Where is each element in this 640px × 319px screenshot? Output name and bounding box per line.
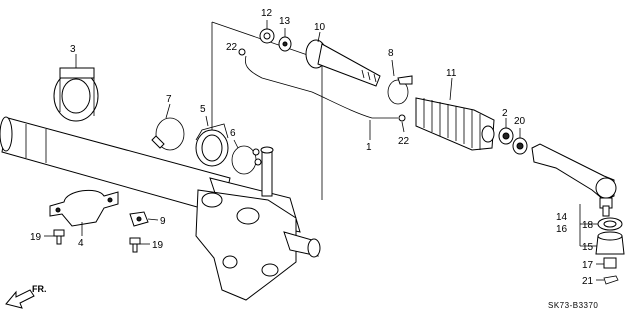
callout-16: 16 — [556, 224, 568, 235]
callout-7: 7 — [166, 94, 172, 105]
part-5-bushing[interactable] — [195, 115, 229, 167]
callout-2: 2 — [502, 108, 508, 119]
callout-3: 3 — [70, 44, 76, 55]
callout-10: 10 — [314, 22, 326, 33]
diagram-code: SK73-B3370 — [548, 301, 598, 310]
callout-14: 14 — [556, 212, 568, 223]
callout-21: 21 — [582, 276, 594, 287]
part-12-washer[interactable] — [259, 20, 275, 44]
part-1-feed-tube[interactable] — [245, 55, 398, 140]
part-14-16-bracket-line — [579, 204, 594, 247]
front-direction-label: FR. — [32, 284, 47, 294]
callout-22-lower: 22 — [398, 136, 410, 147]
callout-20: 20 — [514, 116, 526, 127]
callout-6: 6 — [230, 128, 236, 139]
callout-15: 15 — [582, 242, 594, 253]
part-2-lock-nut[interactable] — [498, 118, 514, 145]
front-direction-arrow-icon — [5, 289, 35, 309]
part-17-castle-nut[interactable] — [596, 257, 617, 269]
callout-4: 4 — [78, 238, 84, 249]
part-13-lock-washer[interactable] — [278, 28, 292, 52]
part-15-dust-seal[interactable] — [594, 231, 625, 255]
callout-8: 8 — [388, 48, 394, 59]
part-7-clamp-band[interactable] — [151, 103, 185, 151]
part-10-tie-rod[interactable] — [305, 31, 381, 87]
part-21-cotter-pin[interactable] — [596, 275, 619, 285]
gear-box-housing[interactable] — [195, 146, 321, 301]
callout-22-upper: 22 — [226, 42, 238, 53]
part-6-clip-band[interactable] — [231, 139, 262, 175]
part-4-mount-bracket[interactable] — [49, 189, 119, 236]
callout-11: 11 — [446, 68, 457, 79]
part-22-o-ring-upper[interactable] — [238, 48, 246, 56]
callout-19-left: 19 — [30, 232, 42, 243]
callout-13: 13 — [279, 16, 291, 27]
tie-rod-end[interactable] — [531, 143, 617, 217]
part-19-bolt-right[interactable] — [129, 237, 150, 253]
part-20-nut[interactable] — [512, 128, 528, 155]
part-3-rack-bushing[interactable] — [53, 54, 99, 122]
part-8-boot-band[interactable] — [387, 59, 413, 105]
callout-5: 5 — [200, 104, 206, 115]
part-18-boot-clip[interactable] — [594, 217, 623, 231]
callout-9: 9 — [160, 216, 166, 227]
callout-12: 12 — [261, 8, 273, 19]
callout-1: 1 — [366, 142, 372, 153]
part-19-bolt-left[interactable] — [44, 229, 65, 245]
part-9-clip[interactable] — [129, 211, 159, 227]
callout-19-right: 19 — [152, 240, 164, 251]
callout-18: 18 — [582, 220, 594, 231]
part-11-rack-boot[interactable] — [415, 77, 495, 151]
part-22-o-ring-lower[interactable] — [398, 114, 406, 133]
callout-17: 17 — [582, 260, 594, 271]
